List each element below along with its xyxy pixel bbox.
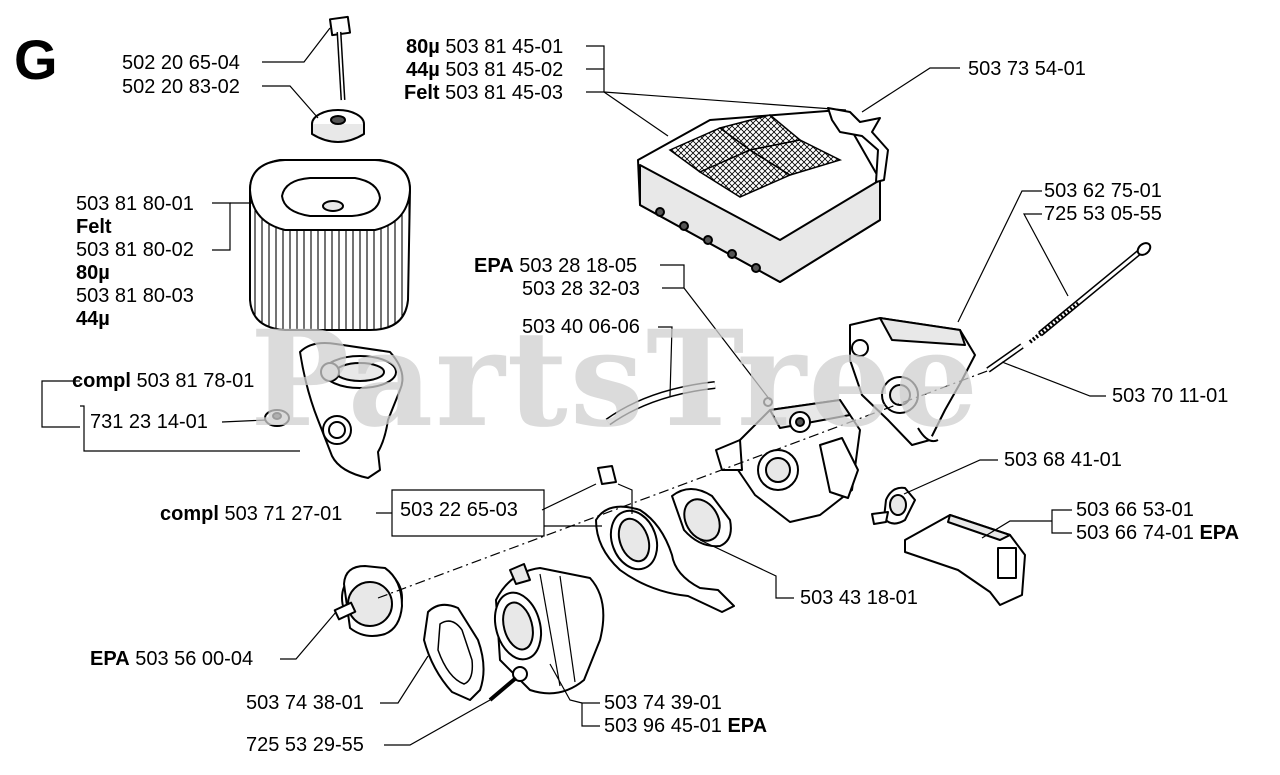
filter-grade-label: 44µ (76, 308, 110, 330)
part-number-text: 503 28 18-05 (519, 255, 638, 277)
part-number-label: 503 43 18-01 (800, 587, 918, 609)
center-axis-line (377, 369, 991, 599)
part-number-text: 503 81 45-02 (445, 59, 564, 81)
part-number-label: 725 53 05-55 (1044, 203, 1162, 225)
part-number-label: 503 74 38-01 (246, 692, 364, 714)
long-screw-part (1028, 242, 1152, 344)
lever-part (904, 514, 1026, 606)
part-number-label: 503 62 75-01 (1044, 180, 1162, 202)
part-number-label: 503 81 80-01 (76, 193, 194, 215)
part-number-text: 503 81 78-01 (136, 370, 255, 392)
filter-cover-part (637, 109, 881, 283)
part-number-label: 725 53 29-55 (246, 734, 364, 756)
compl-label: compl (160, 503, 219, 525)
part-number-label: 503 74 39-01 (604, 692, 722, 714)
part-number-label: 503 66 74-01 EPA (1076, 522, 1239, 544)
epa-label: EPA (474, 255, 514, 277)
clip-part (597, 465, 617, 485)
part-number-label: 731 23 14-01 (90, 411, 208, 433)
part-number-label: 503 70 11-01 (1112, 385, 1229, 407)
epa-label: EPA (1199, 522, 1240, 544)
hex-nut-part (264, 409, 290, 427)
knob-nut-part (311, 109, 365, 143)
fuel-hose-part (605, 381, 716, 426)
intake-pipe-part (493, 563, 605, 695)
carburetor-part (715, 397, 861, 523)
part-number-label: 503 68 41-01 (1004, 449, 1122, 471)
part-number-label: compl 503 71 27-01 (160, 503, 342, 525)
part-number-text: 503 71 27-01 (224, 503, 343, 525)
bracket-part (827, 107, 889, 183)
part-number-text: 503 81 45-03 (445, 82, 564, 104)
filter-grade-label: Felt (76, 216, 112, 238)
choke-part (871, 486, 916, 525)
part-number-label: 80µ 503 81 45-01 (406, 36, 563, 58)
epa-label: EPA (90, 648, 130, 670)
gasket-part (423, 603, 485, 701)
part-number-label: 502 20 83-02 (122, 76, 240, 98)
part-number-label: EPA 503 56 00-04 (90, 648, 253, 670)
part-number-text: 503 81 45-01 (445, 36, 564, 58)
part-number-text: 503 96 45-01 (604, 715, 722, 737)
epa-label: EPA (727, 715, 768, 737)
part-number-label: 503 40 06-06 (522, 316, 640, 338)
part-number-label: 503 81 80-03 (76, 285, 194, 307)
part-number-label: 503 96 45-01 EPA (604, 715, 767, 737)
part-number-label: 502 20 65-04 (122, 52, 240, 74)
air-elbow-part (299, 342, 404, 479)
tube-part (986, 343, 1024, 373)
part-number-text: 503 66 74-01 (1076, 522, 1194, 544)
compl-label: compl (72, 370, 131, 392)
part-number-label: Felt 503 81 45-03 (404, 82, 563, 104)
screw-part (328, 15, 352, 101)
part-number-label: 44µ 503 81 45-02 (406, 59, 563, 81)
filter-grade-label: 44µ (406, 59, 440, 81)
hose-clamp-part (333, 565, 403, 637)
short-screw-part (488, 666, 528, 702)
carburetor-housing-part (849, 317, 976, 446)
part-number-label: 503 81 80-02 (76, 239, 194, 261)
flange-part (595, 505, 735, 613)
part-number-text: 503 56 00-04 (135, 648, 254, 670)
part-number-label: 503 66 53-01 (1076, 499, 1194, 521)
filter-grade-label: 80µ (76, 262, 110, 284)
leader-lines (41, 27, 1106, 746)
filter-grade-label: 80µ (406, 36, 440, 58)
filter-grade-label: Felt (404, 82, 440, 104)
part-number-label: compl 503 81 78-01 (72, 370, 254, 392)
section-letter: G (14, 28, 58, 91)
part-number-label: EPA 503 28 18-05 (474, 255, 637, 277)
part-number-label: 503 73 54-01 (968, 58, 1086, 80)
seal-ring-part (671, 488, 732, 548)
part-number-label: 503 22 65-03 (400, 499, 518, 521)
part-number-label: 503 28 32-03 (522, 278, 640, 300)
air-filter-part (249, 159, 412, 331)
